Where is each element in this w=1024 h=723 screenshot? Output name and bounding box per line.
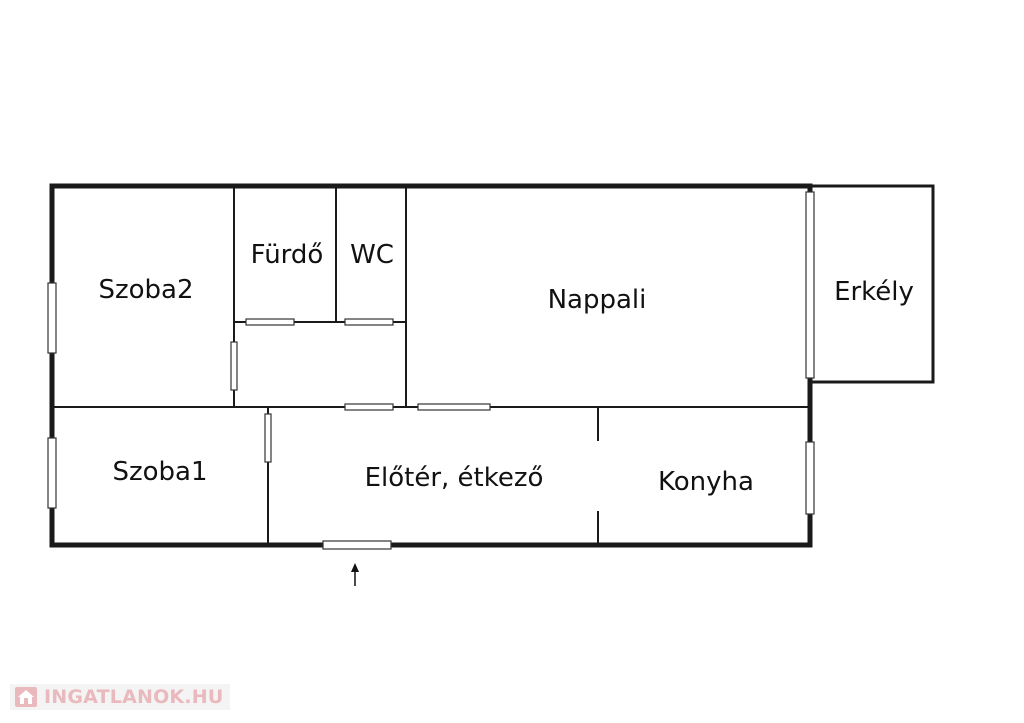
door-hall xyxy=(344,403,394,411)
house-logo-icon xyxy=(15,687,37,707)
door-wc xyxy=(344,318,394,326)
room-label-konyha: Konyha xyxy=(658,467,754,497)
room-label-nappali: Nappali xyxy=(548,285,647,315)
room-label-eloter: Előtér, étkező xyxy=(365,463,544,493)
entrance-door xyxy=(322,540,392,550)
door-szoba1 xyxy=(264,413,272,463)
watermark: INGATLANOK.HU xyxy=(10,684,230,710)
door-szoba2 xyxy=(230,341,238,391)
window-nappali-balcony xyxy=(805,191,815,379)
window-szoba1 xyxy=(47,437,57,509)
room-label-furdo: Fürdő xyxy=(251,240,324,270)
room-label-erkely: Erkély xyxy=(834,277,914,307)
watermark-text: INGATLANOK.HU xyxy=(44,686,224,708)
room-label-wc: WC xyxy=(350,240,394,270)
door-nappali xyxy=(417,403,491,411)
balcony-walls xyxy=(808,184,935,384)
entrance-arrow-icon xyxy=(351,563,359,586)
window-szoba2 xyxy=(47,282,57,354)
room-label-szoba2: Szoba2 xyxy=(98,275,193,305)
openings xyxy=(47,191,815,550)
window-konyha xyxy=(805,441,815,515)
room-label-szoba1: Szoba1 xyxy=(112,457,207,487)
door-furdo xyxy=(245,318,295,326)
